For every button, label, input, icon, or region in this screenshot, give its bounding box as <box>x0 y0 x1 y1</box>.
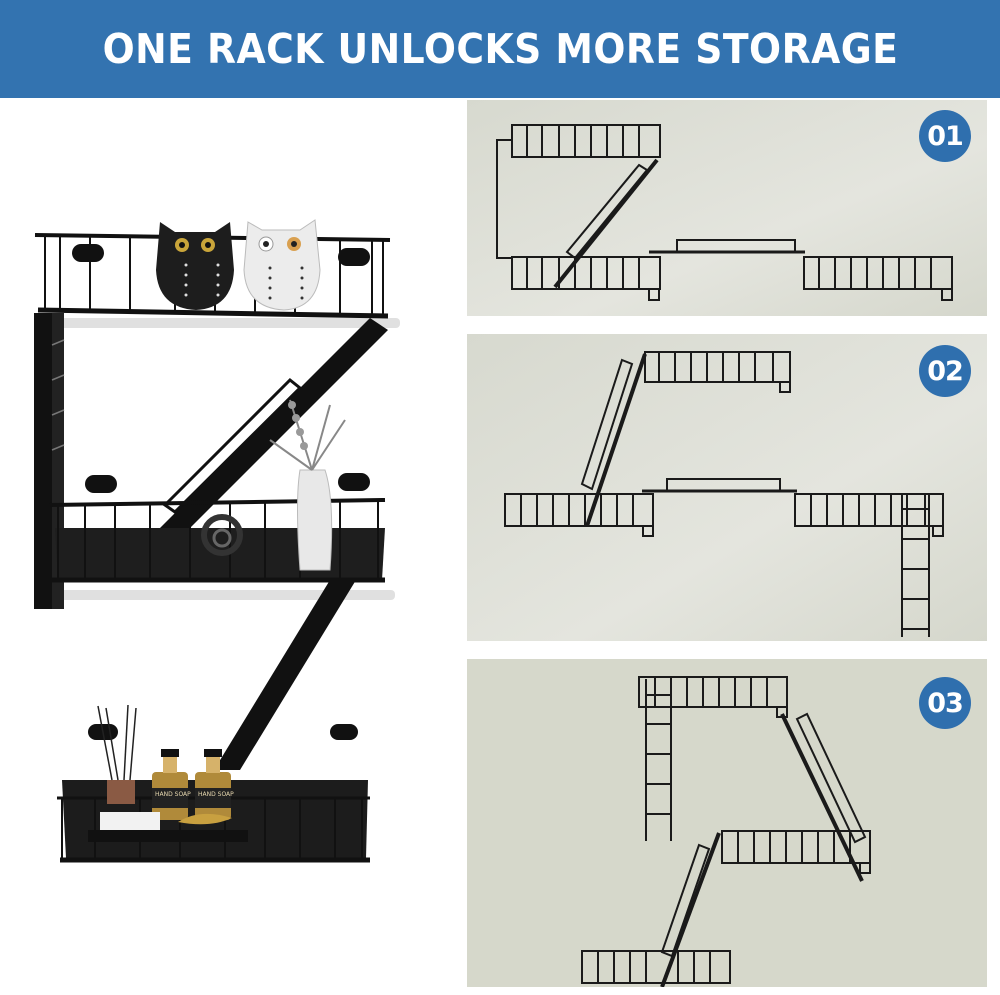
configuration-diagram-03 <box>467 659 987 987</box>
vase-with-flowers <box>269 399 346 571</box>
soap-label: HAND SOAP <box>155 791 191 798</box>
header-banner: ONE RACK UNLOCKS MORE STORAGE <box>0 0 1000 98</box>
configuration-diagram-01 <box>467 100 987 316</box>
tray <box>88 830 248 842</box>
configuration-panel-03: 03 <box>467 659 987 987</box>
z-rack-illustration: HAND SOAP HAND SOAP <box>34 219 400 863</box>
owl-figurine-white <box>243 219 321 311</box>
reed-diffuser <box>97 704 137 804</box>
step-badge-02: 02 <box>919 345 971 397</box>
owl-figurine-black <box>156 222 234 310</box>
hand-soap-bottle: HAND SOAP <box>195 749 234 820</box>
step-badge-03: 03 <box>919 677 971 729</box>
glass-swirl-ornament <box>201 514 243 556</box>
page-title: ONE RACK UNLOCKS MORE STORAGE <box>102 25 898 73</box>
step-badge-01: 01 <box>919 110 971 162</box>
configuration-panel-01: 01 <box>467 100 987 316</box>
configuration-panel-02: 02 <box>467 334 987 641</box>
hand-soap-bottle: HAND SOAP <box>152 749 191 820</box>
configuration-diagram-02 <box>467 334 987 641</box>
soap-label: HAND SOAP <box>198 791 234 798</box>
product-photo: HAND SOAP HAND SOAP <box>0 98 460 991</box>
folded-towel <box>100 812 160 832</box>
gold-soap-dish <box>178 813 232 825</box>
